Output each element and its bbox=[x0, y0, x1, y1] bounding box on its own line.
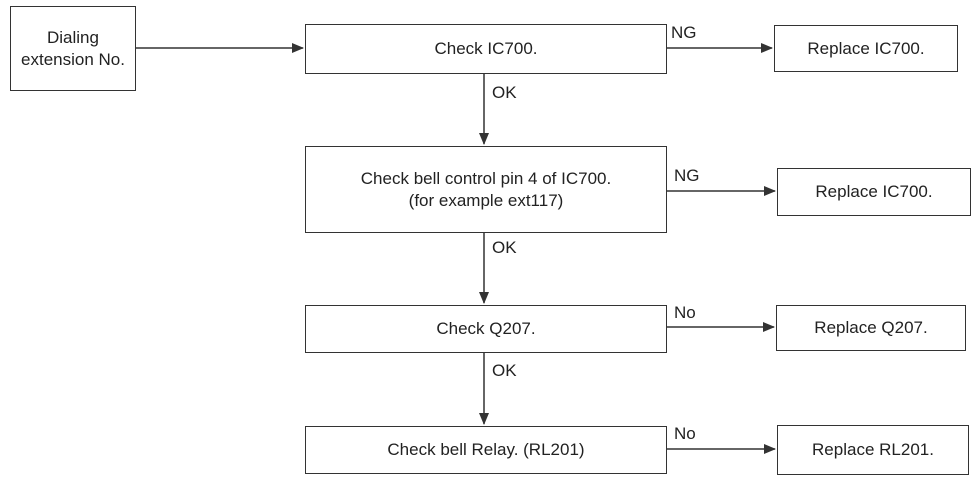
node-replace-rl201-text: Replace RL201. bbox=[812, 440, 934, 459]
node-replace-q207: Replace Q207. bbox=[776, 305, 966, 351]
node-check-bell-relay: Check bell Relay. (RL201) bbox=[305, 426, 667, 474]
node-check-ic700: Check IC700. bbox=[305, 24, 667, 74]
edge-label-pin4-ok: OK bbox=[492, 238, 517, 257]
node-replace-ic700-first-text: Replace IC700. bbox=[807, 38, 925, 58]
node-check-bell-control-pin4: Check bell control pin 4 of IC700. (for … bbox=[305, 146, 667, 233]
edge-label-pin4-ng: NG bbox=[674, 166, 700, 185]
node-replace-ic700-second: Replace IC700. bbox=[777, 168, 971, 216]
node-dialing-extension-line1: Dialing bbox=[47, 27, 99, 47]
node-check-pin4-line1: Check bell control pin 4 of IC700. bbox=[360, 168, 612, 188]
node-check-q207-text: Check Q207. bbox=[436, 319, 536, 338]
node-check-q207: Check Q207. bbox=[305, 305, 667, 353]
node-dialing-extension: Dialing extension No. bbox=[10, 6, 136, 91]
node-replace-q207-text: Replace Q207. bbox=[814, 318, 928, 337]
edge-label-ic700-ok: OK bbox=[492, 83, 517, 102]
node-replace-rl201: Replace RL201. bbox=[777, 425, 969, 475]
node-replace-ic700-second-text: Replace IC700. bbox=[815, 182, 933, 201]
node-dialing-extension-line2: extension No. bbox=[21, 49, 125, 69]
node-check-pin4-line2: (for example ext117) bbox=[408, 190, 564, 210]
node-check-bell-relay-text: Check bell Relay. (RL201) bbox=[387, 440, 585, 459]
node-check-ic700-text: Check IC700. bbox=[434, 39, 538, 58]
edge-label-q207-no: No bbox=[674, 303, 696, 322]
edge-label-q207-ok: OK bbox=[492, 361, 517, 380]
node-replace-ic700-first: Replace IC700. bbox=[774, 25, 958, 72]
edge-label-relay-no: No bbox=[674, 424, 696, 443]
edge-label-ic700-ng: NG bbox=[671, 23, 697, 42]
